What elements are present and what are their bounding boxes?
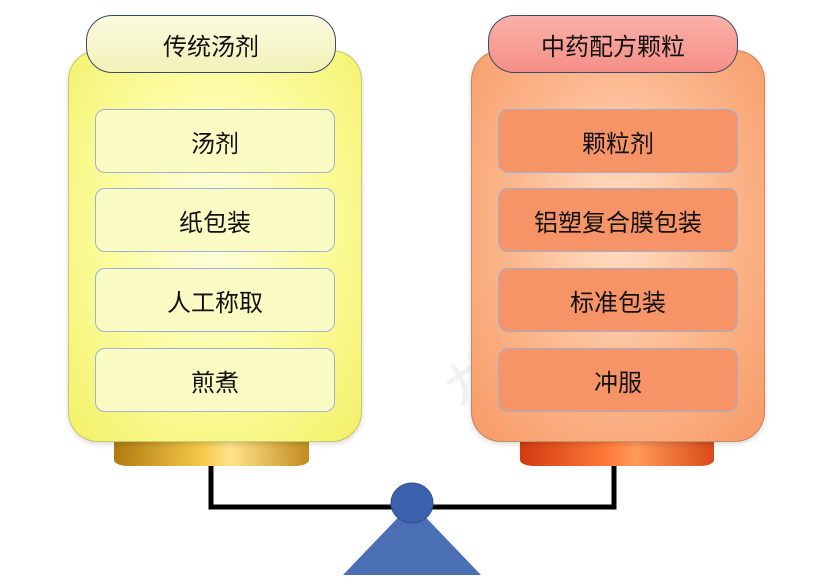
jar-title: 传统汤剂 <box>86 15 336 73</box>
list-item: 人工称取 <box>95 268 335 332</box>
jar-title: 中药配方颗粒 <box>488 15 738 73</box>
list-item: 纸包装 <box>95 188 335 252</box>
list-item: 汤剂 <box>95 109 335 173</box>
list-item: 冲服 <box>498 348 738 412</box>
list-item: 煎煮 <box>95 348 335 412</box>
fulcrum-knob <box>390 482 434 524</box>
list-item: 标准包装 <box>498 268 738 332</box>
list-item: 铝塑复合膜包装 <box>498 188 738 252</box>
list-item: 颗粒剂 <box>498 109 738 173</box>
fulcrum-triangle <box>343 503 481 575</box>
